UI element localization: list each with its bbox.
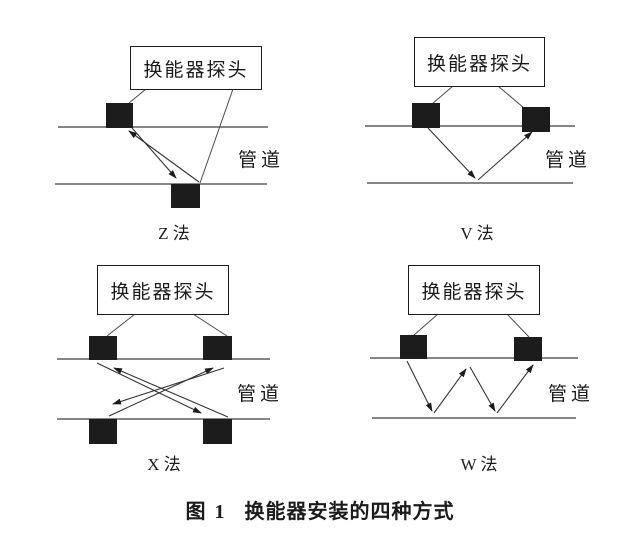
signal-path-arrow [112, 367, 225, 405]
pipe-label-x: 管道 [237, 384, 284, 405]
x-method-diagram [57, 313, 270, 444]
method-label-z: Z 法 [158, 224, 190, 243]
probe-connector-line [497, 85, 525, 109]
probe-box-w: 换能器探头 [408, 265, 540, 315]
v-method-diagram [365, 85, 575, 184]
probe-connector-line [506, 313, 530, 338]
probe-label: 换能器探头 [110, 281, 216, 303]
probe-label: 换能器探头 [143, 59, 249, 81]
signal-path-arrow [108, 367, 214, 417]
figure-number: 图 1 [185, 501, 227, 523]
w-method-diagram [370, 313, 578, 419]
probe-box-x: 换能器探头 [97, 265, 229, 315]
transducer-block [171, 184, 200, 208]
method-label-x: X 法 [147, 455, 181, 474]
signal-path-arrow [131, 127, 177, 179]
transducer-block [400, 335, 427, 359]
probe-connector-line [106, 313, 136, 337]
z-method-diagram [55, 88, 268, 208]
signal-path-arrow [433, 368, 467, 414]
pipe-label-z: 管道 [238, 150, 285, 171]
figure-title: 换能器安装的四种方式 [244, 501, 455, 523]
probe-connector-line [192, 313, 228, 337]
signal-path-arrow [427, 127, 476, 179]
signal-path-arrow [96, 362, 202, 414]
signal-path-arrow [477, 131, 533, 181]
probe-label: 换能器探头 [421, 281, 527, 303]
transducer-block [203, 419, 232, 444]
signal-path-arrow [469, 366, 496, 412]
transducer-block [514, 337, 542, 361]
transducer-block [203, 336, 232, 360]
probe-box-v: 换能器探头 [414, 37, 545, 87]
probe-connector-line [431, 85, 454, 105]
signal-path-arrow [496, 364, 534, 414]
pipe-label-w: 管道 [548, 384, 595, 405]
signal-path-arrow [406, 360, 433, 412]
method-label-w: W 法 [460, 455, 498, 474]
probe-connector-line [413, 313, 439, 336]
pipe-label-v: 管道 [545, 150, 592, 171]
signal-path-arrow [113, 367, 229, 418]
figure-caption: 图 1 换能器安装的四种方式 [0, 495, 640, 524]
transducer-block [89, 336, 117, 360]
signal-path-arrow [128, 130, 200, 183]
probe-connector-line [128, 88, 147, 104]
transducer-block [412, 103, 440, 128]
probe-connector-line [199, 88, 234, 184]
method-label-v: V 法 [460, 224, 494, 243]
transducer-block [106, 103, 133, 128]
probe-box-z: 换能器探头 [130, 46, 262, 90]
transducer-block [89, 419, 117, 444]
probe-label: 换能器探头 [426, 53, 532, 75]
transducer-block [522, 107, 550, 132]
